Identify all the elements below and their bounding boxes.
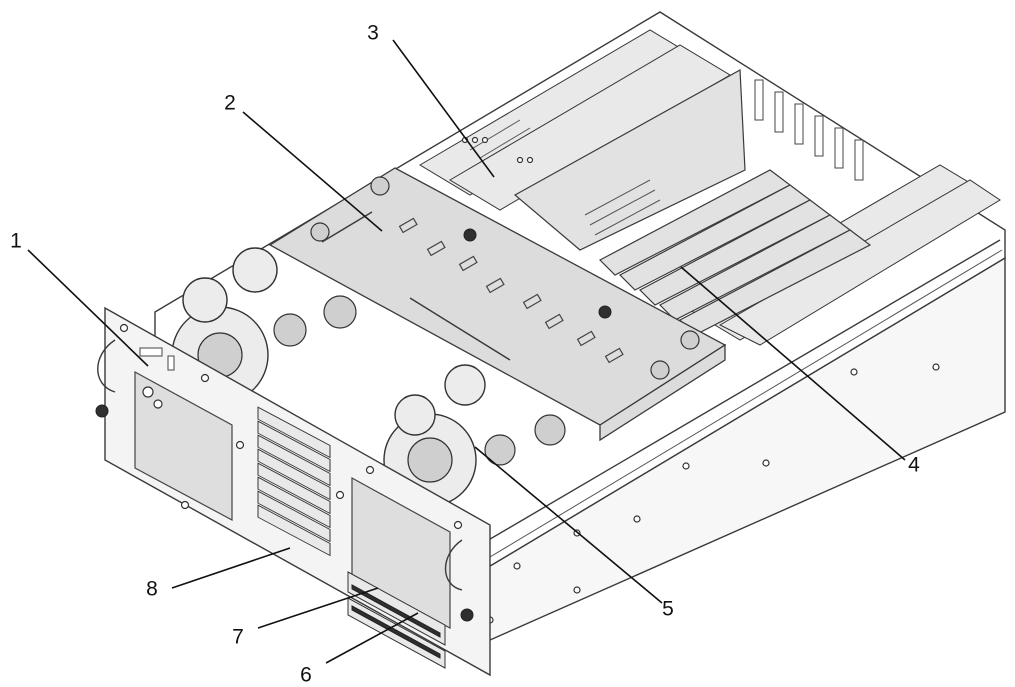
callout-label-5: 5 <box>662 598 674 621</box>
expansion-card-area <box>513 69 872 336</box>
chassis-rail <box>479 239 1001 546</box>
front-left-vent <box>134 370 233 522</box>
riser-card <box>513 69 746 251</box>
front-right-vent <box>351 476 451 629</box>
callout-label-6: 6 <box>300 664 312 687</box>
leader-line-8 <box>171 547 291 589</box>
leader-line-1 <box>27 249 149 367</box>
right-handle <box>445 539 463 591</box>
callout-label-1: 1 <box>10 230 22 253</box>
leader-line-3 <box>392 39 495 178</box>
callout-label-7: 7 <box>232 626 244 649</box>
cooling-shroud <box>268 167 727 442</box>
left-handle <box>97 339 116 393</box>
optical-drive-slot <box>347 597 446 669</box>
callout-label-4: 4 <box>908 454 920 477</box>
leader-line-6 <box>325 612 419 664</box>
leader-line-5 <box>474 446 663 604</box>
leader-line-4 <box>680 266 906 461</box>
slot-brackets <box>754 79 864 181</box>
expansion-slots <box>599 169 872 336</box>
leader-line-7 <box>257 587 379 629</box>
shroud-vents <box>398 217 624 364</box>
leader-line-2 <box>242 111 383 232</box>
leader-lines <box>27 39 906 664</box>
callout-label-8: 8 <box>146 578 158 601</box>
hard-drive-bays <box>257 406 331 557</box>
control-panel <box>139 347 175 409</box>
callout-labels: 1 2 3 4 5 6 7 8 <box>10 22 920 687</box>
callout-label-2: 2 <box>224 92 236 115</box>
callout-label-3: 3 <box>367 22 379 45</box>
